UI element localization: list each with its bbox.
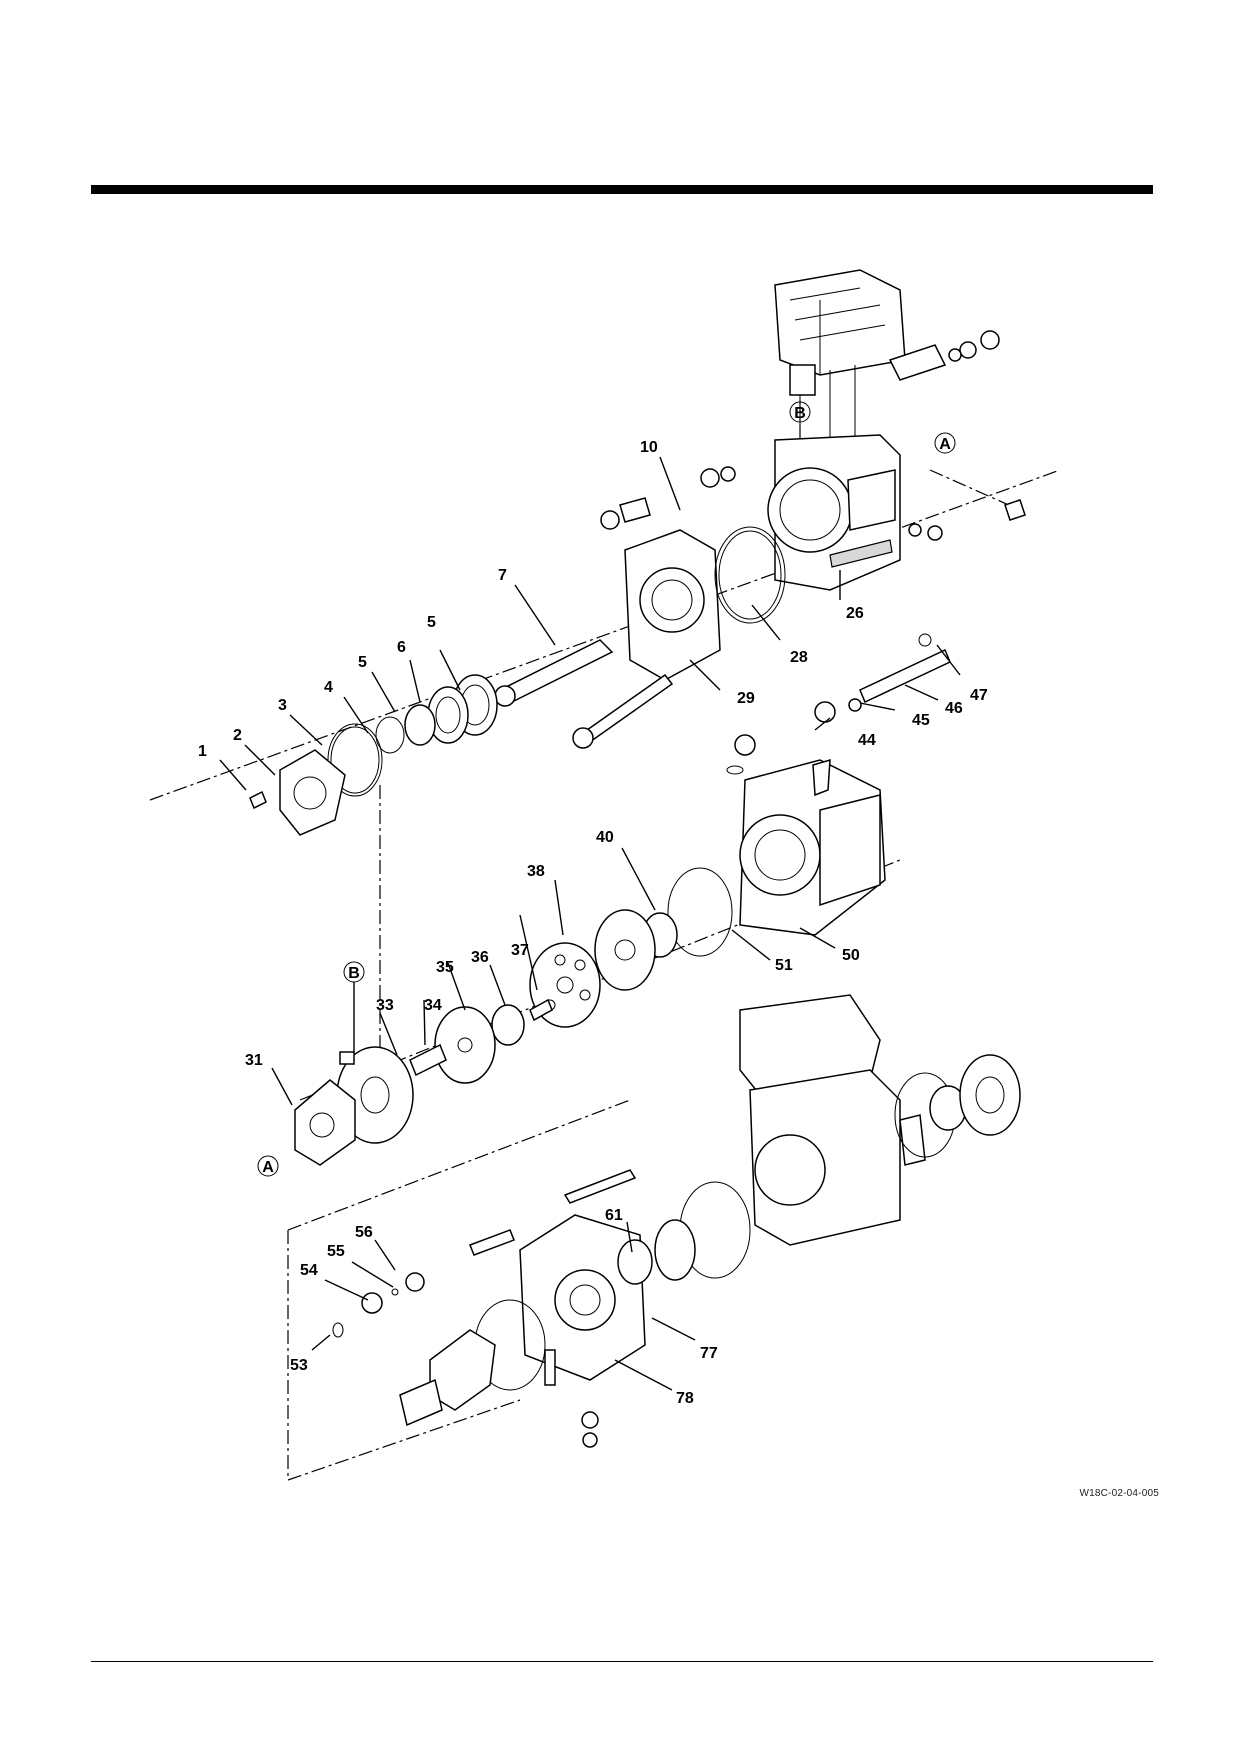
reference-marks: A A B B <box>257 401 956 1177</box>
callout-55: 55 <box>327 1243 345 1260</box>
small-parts <box>332 1272 425 1338</box>
callout-44: 44 <box>858 732 876 749</box>
cover-plate <box>249 749 346 836</box>
callout-38: 38 <box>527 863 545 880</box>
callout-37: 37 <box>511 942 529 959</box>
servo-piston <box>814 633 951 723</box>
callout-61: 61 <box>605 1207 623 1224</box>
lower-valve-block <box>399 1169 751 1448</box>
swash-plate <box>294 1046 414 1166</box>
callout-33: 33 <box>376 997 394 1014</box>
regulator-assembly <box>774 269 1000 445</box>
callout-34: 34 <box>424 997 442 1014</box>
bearing-set <box>327 674 498 797</box>
callout-28: 28 <box>790 649 808 666</box>
callout-10: 10 <box>640 439 658 456</box>
reference-mark: A <box>262 1159 274 1176</box>
callouts: 1 2 3 4 5 5 6 7 10 26 28 29 44 45 46 47 … <box>198 439 988 1407</box>
pump-casing-upper <box>700 434 1026 591</box>
callout-56: 56 <box>355 1224 373 1241</box>
reference-mark: A <box>939 436 951 453</box>
leader-lines <box>219 456 961 1391</box>
callout-31: 31 <box>245 1052 263 1069</box>
reference-mark: B <box>794 405 806 422</box>
callout-77: 77 <box>700 1345 718 1362</box>
callout-78: 78 <box>676 1390 694 1407</box>
callout-4: 4 <box>324 679 333 696</box>
header-rule <box>91 185 1153 194</box>
callout-51: 51 <box>775 957 793 974</box>
callout-36: 36 <box>471 949 489 966</box>
drive-shaft <box>494 639 674 749</box>
assembled-pump <box>739 994 1021 1246</box>
callout-7: 7 <box>498 567 507 584</box>
callout-3: 3 <box>278 697 287 714</box>
callout-47: 47 <box>970 687 988 704</box>
reference-mark: B <box>348 965 360 982</box>
callout-5a: 5 <box>358 654 367 671</box>
callout-35: 35 <box>436 959 454 976</box>
callout-46: 46 <box>945 700 963 717</box>
callout-5b: 5 <box>427 614 436 631</box>
valve-plate-flange <box>600 497 786 681</box>
rotating-group <box>409 867 733 1084</box>
callout-53: 53 <box>290 1357 308 1374</box>
callout-1: 1 <box>198 743 207 760</box>
callout-29: 29 <box>737 690 755 707</box>
callout-26: 26 <box>846 605 864 622</box>
callout-54: 54 <box>300 1262 318 1279</box>
callout-45: 45 <box>912 712 930 729</box>
callout-40: 40 <box>596 829 614 846</box>
callout-2: 2 <box>233 727 242 744</box>
footer-rule <box>91 1661 1153 1662</box>
callout-50: 50 <box>842 947 860 964</box>
callout-6: 6 <box>397 639 406 656</box>
pump-casing-middle <box>726 734 886 936</box>
figure-code: W18C-02-04-005 <box>1079 1488 1159 1499</box>
